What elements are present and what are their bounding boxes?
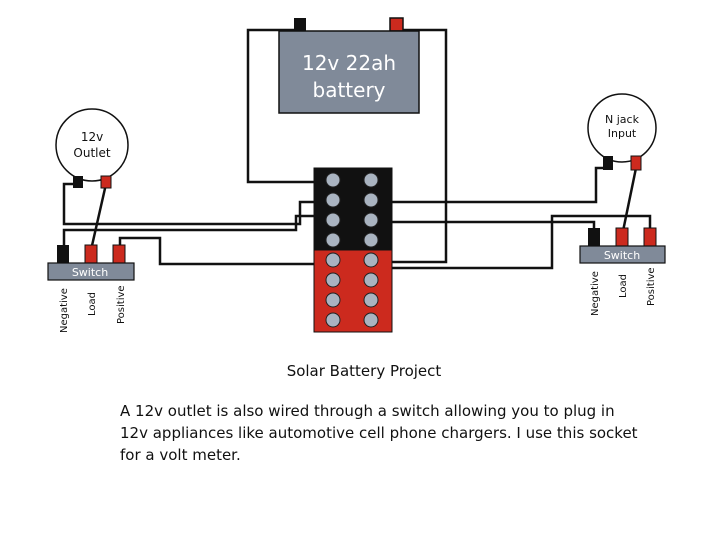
battery-label-line1: 12v 22ah (302, 51, 396, 75)
bus-screw (325, 312, 341, 328)
outlet-label-line2: Outlet (73, 146, 110, 160)
njack-negative-terminal (603, 156, 613, 170)
outlet-positive-terminal (100, 175, 112, 189)
left-switch-load-terminal (84, 244, 98, 264)
right-switch-body (579, 245, 666, 264)
outlet: 12v Outlet (55, 108, 129, 189)
njack: N jack Input (587, 93, 657, 171)
right-switch-positive-terminal (643, 227, 657, 247)
left-switch-positive-label: Positive (116, 285, 127, 324)
outlet-label-line1: 12v (81, 130, 103, 144)
right-switch: Switch Negative Load Positive (579, 227, 666, 316)
left-switch-label: Switch (72, 266, 108, 279)
wire-battery-negative (246, 28, 316, 184)
battery: 12v 22ah battery (278, 17, 420, 114)
left-switch-body (47, 262, 135, 281)
bus-screw (363, 192, 379, 208)
outlet-body (55, 108, 129, 182)
right-switch-positive-label: Positive (646, 267, 657, 306)
wire-left-switch-positive (118, 236, 316, 266)
left-switch: Switch Negative Load Positive (47, 244, 135, 333)
bus-screw (325, 272, 341, 288)
njack-label-line2: Input (608, 127, 637, 140)
bus-screw (363, 212, 379, 228)
outlet-negative-terminal (73, 176, 83, 188)
wire-left-switch-negative (62, 214, 316, 250)
njack-label-line1: N jack (605, 113, 640, 126)
left-switch-load-label: Load (87, 292, 98, 316)
wire-outlet-load (89, 183, 108, 251)
njack-body (587, 93, 657, 163)
left-switch-positive-terminal (112, 244, 126, 264)
left-switch-negative-label: Negative (59, 288, 70, 333)
right-switch-negative-terminal (588, 228, 600, 246)
bus-screw (363, 272, 379, 288)
bus-screw (325, 252, 341, 268)
battery-body (278, 30, 420, 114)
bus-screws (325, 172, 379, 328)
bus-screw (325, 212, 341, 228)
bus-screw (363, 252, 379, 268)
bus-bar (313, 167, 393, 333)
wire-right-switch-positive (392, 214, 652, 270)
bus-screw (325, 292, 341, 308)
wires (62, 28, 652, 270)
bus-screw (325, 232, 341, 248)
diagram-caption: A 12v outlet is also wired through a swi… (120, 402, 638, 464)
diagram-title: Solar Battery Project (286, 362, 442, 380)
right-switch-negative-label: Negative (590, 271, 601, 316)
bus-screw (363, 232, 379, 248)
wire-battery-positive (392, 28, 448, 264)
wire-right-switch-negative (392, 220, 596, 236)
battery-positive-terminal (389, 17, 404, 32)
battery-negative-terminal (294, 18, 306, 31)
right-switch-load-label: Load (618, 274, 629, 298)
left-switch-negative-terminal (57, 245, 69, 263)
bus-screw (363, 292, 379, 308)
bus-screw (363, 172, 379, 188)
right-switch-label: Switch (604, 249, 640, 262)
battery-label-line2: battery (313, 78, 386, 102)
right-switch-load-terminal (615, 227, 629, 247)
wire-outlet-negative (62, 182, 316, 226)
bus-screw (325, 172, 341, 188)
njack-positive-terminal (630, 155, 642, 171)
wire-njack-load (620, 167, 638, 237)
bus-screw (325, 192, 341, 208)
wire-njack-negative (392, 166, 608, 204)
bus-screw (363, 312, 379, 328)
